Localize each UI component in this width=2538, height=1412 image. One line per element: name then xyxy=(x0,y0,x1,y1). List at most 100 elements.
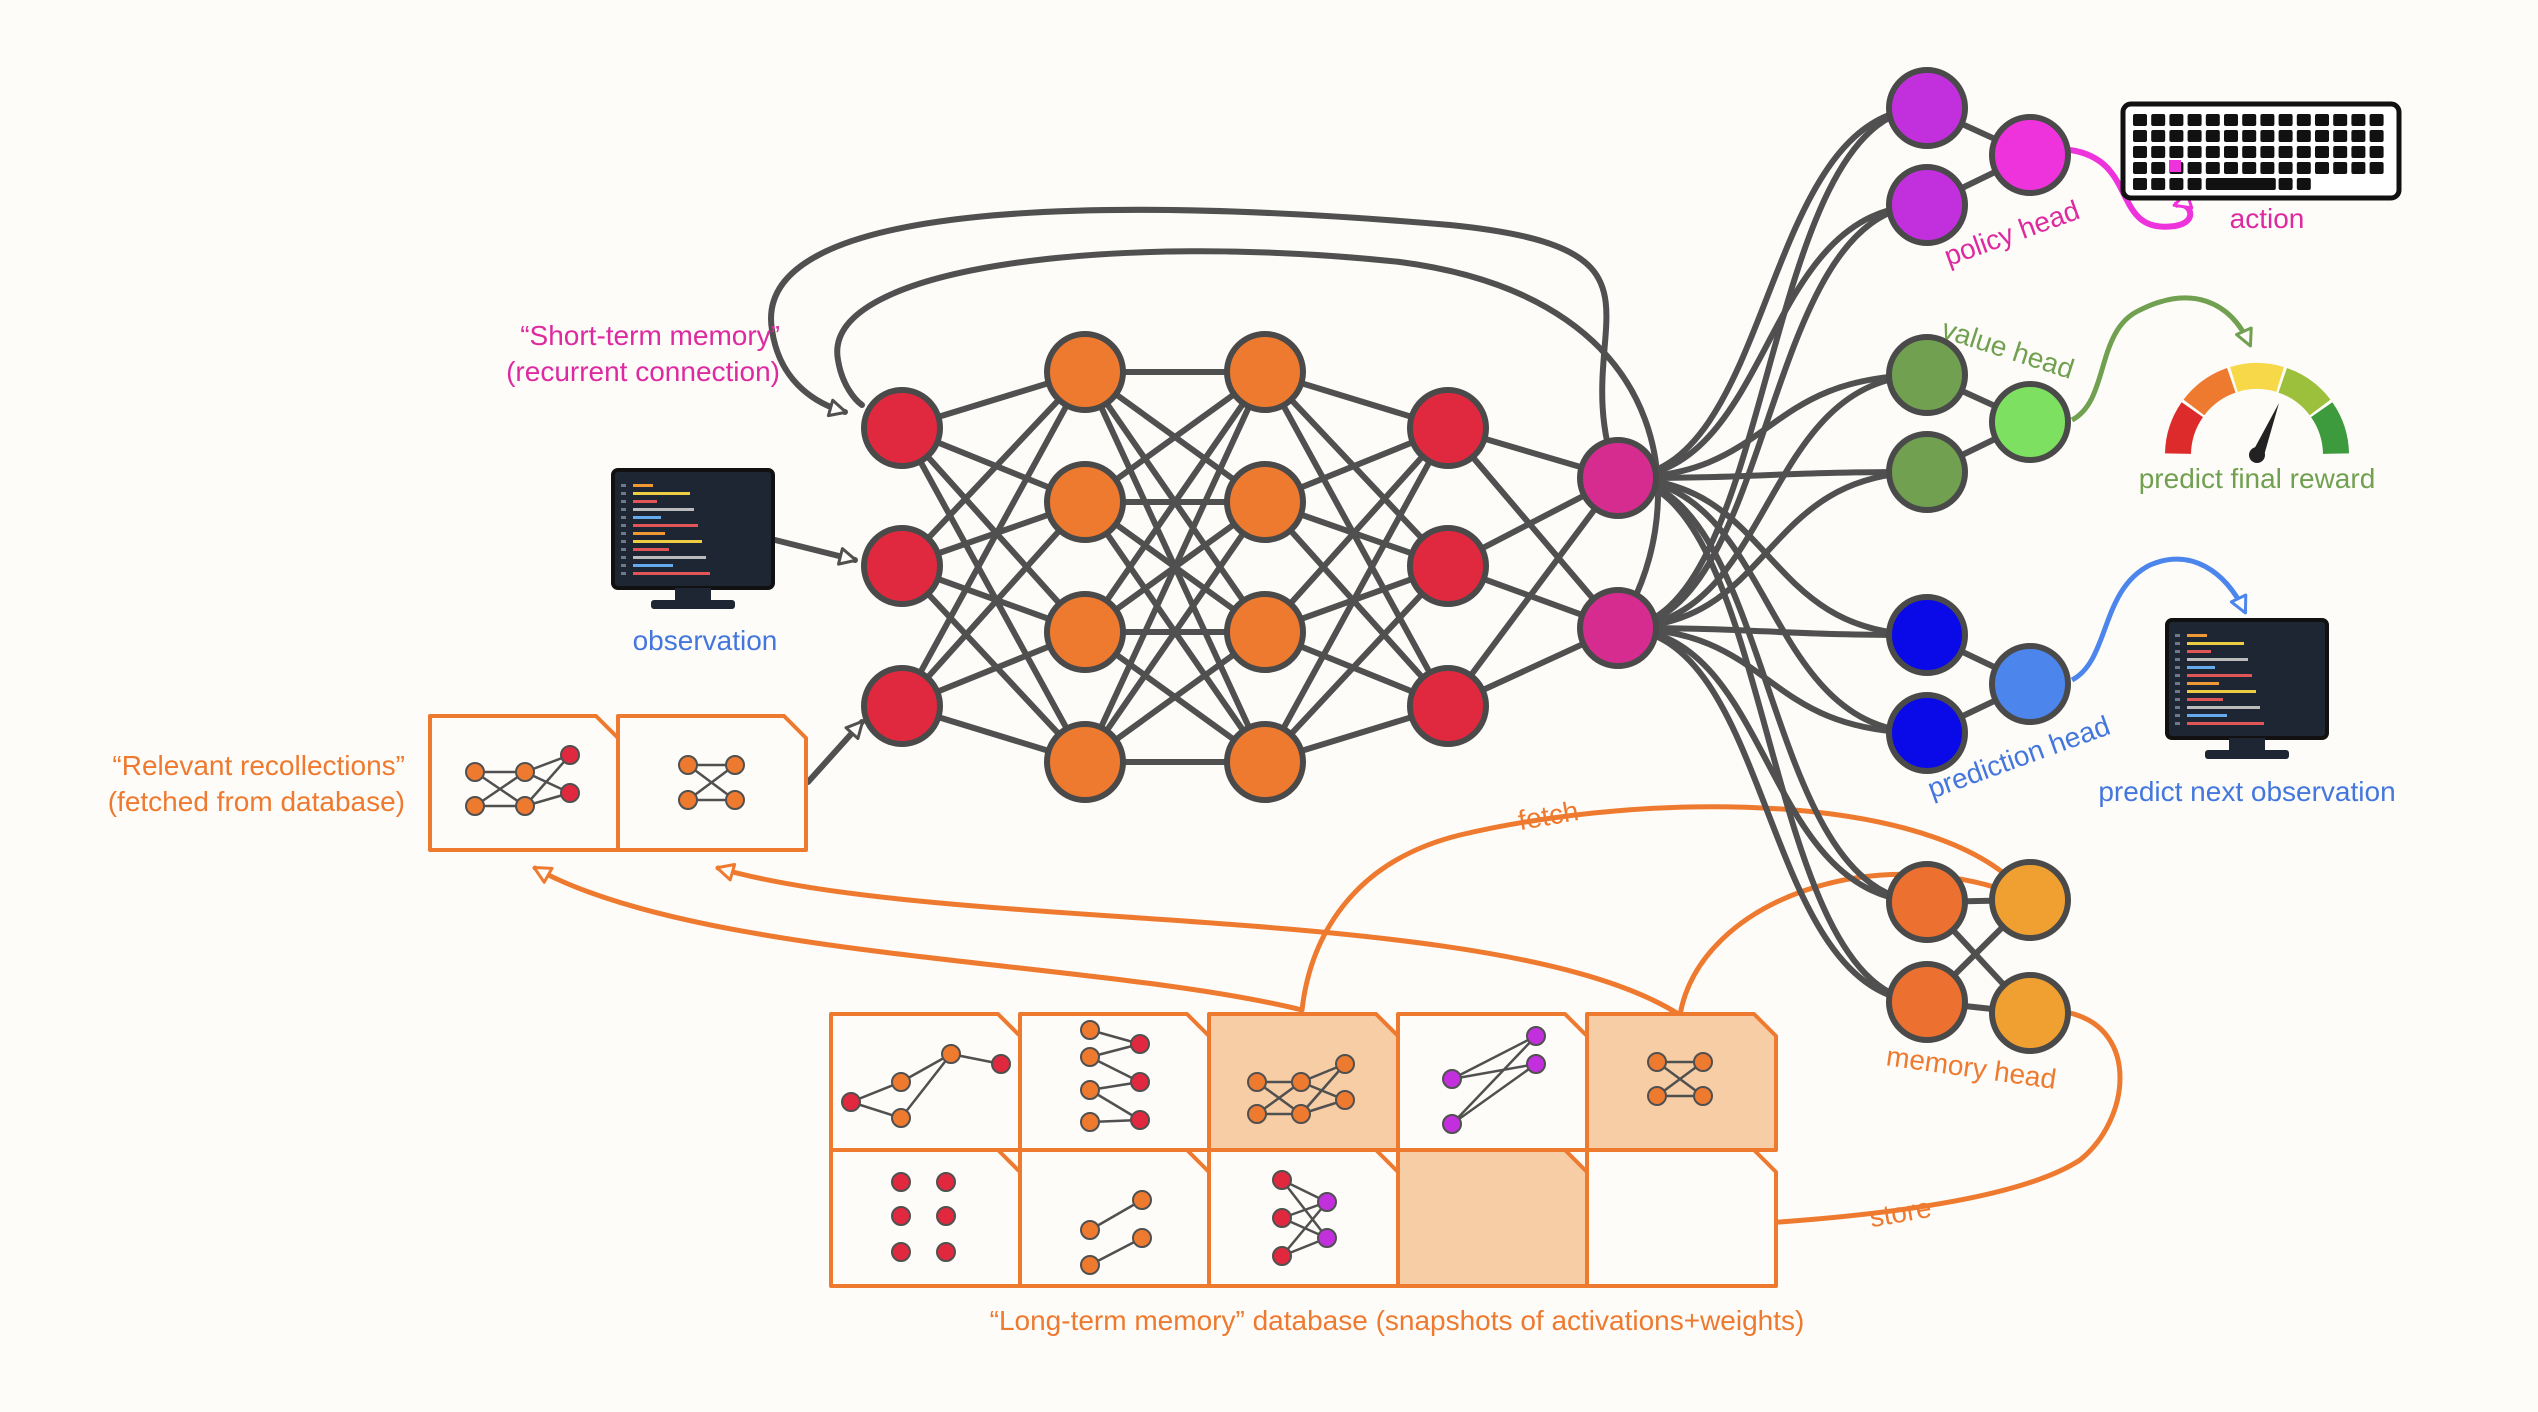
input-arrows xyxy=(772,537,865,785)
mini-node xyxy=(1647,1052,1667,1072)
mini-node xyxy=(1080,1080,1100,1100)
keyboard-key xyxy=(2151,114,2166,126)
gauge-segment xyxy=(2230,363,2284,392)
line-number xyxy=(2175,706,2180,709)
code-line xyxy=(633,500,657,503)
short-term-memory-label: “Short-term memory” xyxy=(520,320,780,351)
code-line xyxy=(633,492,690,495)
keyboard-key xyxy=(2187,162,2202,174)
value-head-edge xyxy=(1615,469,1930,481)
mini-node xyxy=(1442,1114,1462,1134)
code-line xyxy=(2187,698,2223,701)
code-line xyxy=(633,564,673,567)
line-number xyxy=(621,556,626,559)
mini-node xyxy=(1247,1104,1267,1124)
recollection-mini-network-1 xyxy=(465,745,580,816)
network-edge xyxy=(1445,475,1621,709)
mini-node xyxy=(936,1206,956,1226)
memory-output-node xyxy=(1989,972,2071,1054)
mini-node xyxy=(465,762,485,782)
code-line xyxy=(633,516,661,519)
value-node xyxy=(1886,431,1968,513)
network-edge xyxy=(899,425,1088,765)
keyboard-key xyxy=(2260,114,2275,126)
keyboard-key xyxy=(2278,130,2293,142)
memory-head-edge xyxy=(1615,625,1930,1005)
keyboard-key xyxy=(2278,114,2293,126)
next-observation-arrow xyxy=(2070,556,2248,683)
memory-node xyxy=(1886,961,1968,1043)
keyboard-key xyxy=(2296,162,2311,174)
recurrent-connection-label: (recurrent connection) xyxy=(506,356,780,387)
mini-node xyxy=(1080,1112,1100,1132)
keyboard-key xyxy=(2169,146,2184,158)
recurrent-arrow-outer xyxy=(768,206,1621,481)
line-number xyxy=(621,492,626,495)
mini-node xyxy=(1335,1054,1355,1074)
keyboard-key xyxy=(2133,130,2147,142)
keyboard-key xyxy=(2205,162,2220,174)
code-line xyxy=(2187,650,2211,653)
line-number xyxy=(2175,682,2180,685)
keyboard-key xyxy=(2133,114,2147,126)
value-head-edge xyxy=(1615,372,1930,631)
prediction-head-edge xyxy=(1615,475,1930,736)
database-cell xyxy=(1207,1148,1400,1288)
keyboard-key xyxy=(2133,146,2147,158)
database-cell xyxy=(1018,1148,1211,1288)
mini-node xyxy=(678,755,698,775)
fetch-to-card-2 xyxy=(715,862,1683,1018)
line-number xyxy=(621,524,626,527)
keyboard-key xyxy=(2315,146,2329,158)
line-number xyxy=(2175,674,2180,677)
mini-edge xyxy=(1089,1198,1143,1232)
keyboard-key xyxy=(2260,130,2275,142)
recurrent-arrow-inner xyxy=(834,248,1661,631)
network-edge xyxy=(899,425,1088,635)
pressed-key xyxy=(2169,160,2181,172)
mini-node xyxy=(725,790,745,810)
mini-node xyxy=(1080,1255,1100,1275)
mini-node xyxy=(1132,1190,1152,1210)
keyboard-key xyxy=(2260,146,2275,158)
recollection-mini-network-2 xyxy=(678,755,745,810)
keyboard-key xyxy=(2205,146,2220,158)
gauge-needle xyxy=(2252,403,2279,459)
keyboard-key xyxy=(2242,146,2257,158)
line-number xyxy=(2175,642,2180,645)
mini-node xyxy=(1132,1228,1152,1248)
keyboard-key xyxy=(2133,162,2147,174)
keyboard-icon xyxy=(2120,101,2402,201)
gauge-segment xyxy=(2278,368,2331,416)
mini-node xyxy=(891,1242,911,1262)
trunk-node xyxy=(1577,437,1659,519)
fetch-label: fetch xyxy=(1516,795,1581,836)
code-line xyxy=(2187,706,2260,709)
trunk-node xyxy=(1577,587,1659,669)
keyboard-key xyxy=(2205,178,2276,190)
observation-label: observation xyxy=(633,625,778,656)
line-number xyxy=(2175,666,2180,669)
fetch-arc xyxy=(1299,804,2033,1013)
code-line xyxy=(633,532,665,535)
line-number xyxy=(621,516,626,519)
keyboard-key xyxy=(2151,146,2166,158)
keyboard-key xyxy=(2351,130,2366,142)
recollection-cards xyxy=(428,714,808,852)
line-number xyxy=(621,548,626,551)
keyboard-key xyxy=(2151,178,2166,190)
mini-node xyxy=(991,1054,1011,1074)
mini-node xyxy=(941,1044,961,1064)
mini-node xyxy=(1272,1246,1292,1266)
line-number xyxy=(2175,634,2180,637)
db-mini-network xyxy=(1080,1020,1150,1132)
mini-node xyxy=(936,1242,956,1262)
memory-node xyxy=(1886,861,1968,943)
mini-node xyxy=(1317,1228,1337,1248)
line-number xyxy=(2175,722,2180,725)
mini-node xyxy=(1130,1110,1150,1130)
memory-head-edge xyxy=(1615,475,1930,1005)
monitor-code-icon xyxy=(611,468,775,609)
policy-head-edge xyxy=(1615,105,1930,481)
